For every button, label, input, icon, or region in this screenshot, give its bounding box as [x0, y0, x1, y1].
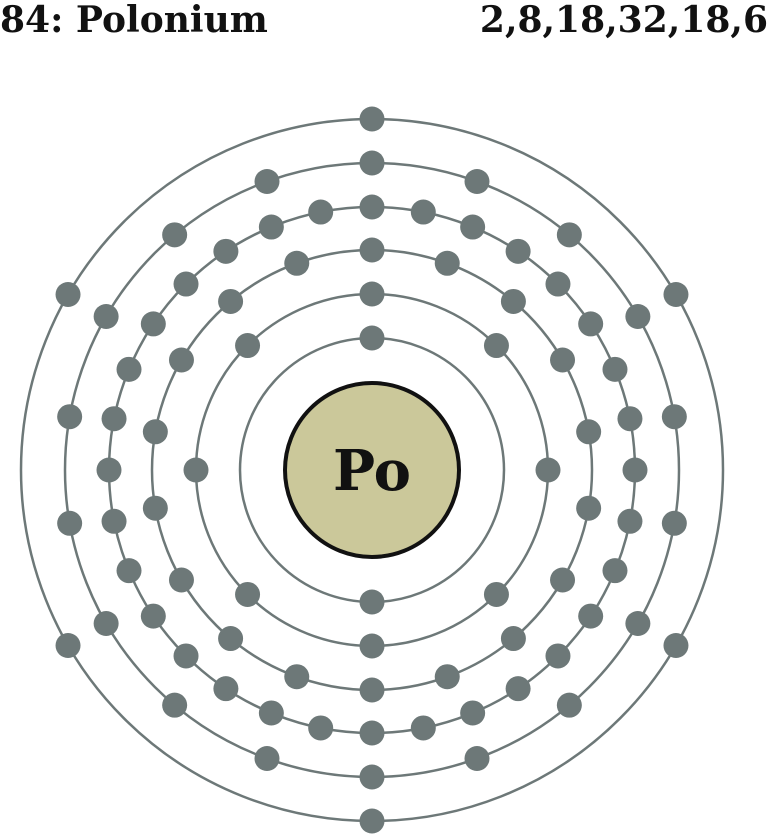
- electron: [142, 419, 168, 445]
- electron: [505, 238, 531, 264]
- electron: [213, 238, 239, 264]
- electron: [434, 250, 460, 276]
- electron: [258, 214, 284, 240]
- electron: [410, 715, 436, 741]
- electron: [359, 764, 385, 790]
- electron: [140, 603, 166, 629]
- electron: [535, 457, 561, 483]
- electron: [661, 510, 687, 536]
- electron: [359, 720, 385, 746]
- electron: [359, 589, 385, 615]
- electron: [625, 611, 651, 636]
- electron: [140, 311, 166, 337]
- nucleus: [283, 381, 461, 559]
- electron: [235, 581, 261, 607]
- electron: [173, 643, 199, 669]
- electron: [308, 715, 334, 741]
- electron: [359, 325, 385, 351]
- electron: [284, 250, 310, 276]
- electron: [556, 222, 582, 248]
- electron: [93, 304, 119, 329]
- electron: [213, 676, 239, 702]
- electron: [602, 356, 628, 382]
- electron: [254, 169, 280, 195]
- electron: [625, 304, 651, 329]
- electron: [183, 457, 209, 483]
- electron: [545, 643, 571, 669]
- electron: [258, 700, 284, 726]
- electron: [602, 558, 628, 584]
- electron: [93, 611, 119, 636]
- electron: [464, 169, 490, 195]
- electron: [359, 633, 385, 659]
- electron: [235, 333, 261, 359]
- electron: [116, 356, 142, 382]
- electron: [359, 808, 385, 834]
- electron: [308, 199, 334, 225]
- electron: [218, 288, 244, 314]
- electron: [359, 150, 385, 176]
- electron: [168, 347, 194, 373]
- electron: [617, 406, 643, 432]
- electron: [483, 581, 509, 607]
- electron: [162, 222, 188, 248]
- electron: [96, 457, 122, 483]
- electron: [57, 404, 83, 430]
- electron: [576, 419, 602, 445]
- electron: [483, 333, 509, 359]
- nucleus-symbol: Po: [333, 438, 411, 504]
- electron: [359, 237, 385, 263]
- electron: [359, 106, 385, 132]
- electron: [173, 271, 199, 297]
- electron: [55, 282, 81, 307]
- electron: [661, 404, 687, 430]
- electron: [622, 457, 648, 483]
- electron: [101, 508, 127, 534]
- electron: [500, 626, 526, 652]
- electron: [359, 677, 385, 703]
- electron: [101, 406, 127, 432]
- electron: [460, 700, 486, 726]
- electron: [359, 281, 385, 307]
- electron: [57, 510, 83, 536]
- electron-configuration: 2,8,18,32,18,6: [479, 0, 768, 41]
- electron: [284, 664, 310, 690]
- electron: [556, 692, 582, 718]
- electron: [460, 214, 486, 240]
- electron: [464, 745, 490, 771]
- electron: [434, 664, 460, 690]
- electron: [663, 633, 689, 658]
- electron: [410, 199, 436, 225]
- electron: [505, 676, 531, 702]
- electron: [168, 567, 194, 593]
- electrons-layer: [55, 106, 689, 834]
- electron: [359, 194, 385, 220]
- electron: [254, 745, 280, 771]
- electron: [218, 626, 244, 652]
- electron: [663, 282, 689, 307]
- electron: [142, 495, 168, 521]
- electron: [545, 271, 571, 297]
- electron: [576, 495, 602, 521]
- element-title: 84: Polonium: [0, 0, 268, 41]
- electron: [578, 603, 604, 629]
- electron: [162, 692, 188, 718]
- electron: [500, 288, 526, 314]
- electron: [116, 558, 142, 584]
- electron: [550, 567, 576, 593]
- electron: [550, 347, 576, 373]
- electron: [55, 633, 81, 658]
- electron: [617, 508, 643, 534]
- electron: [578, 311, 604, 337]
